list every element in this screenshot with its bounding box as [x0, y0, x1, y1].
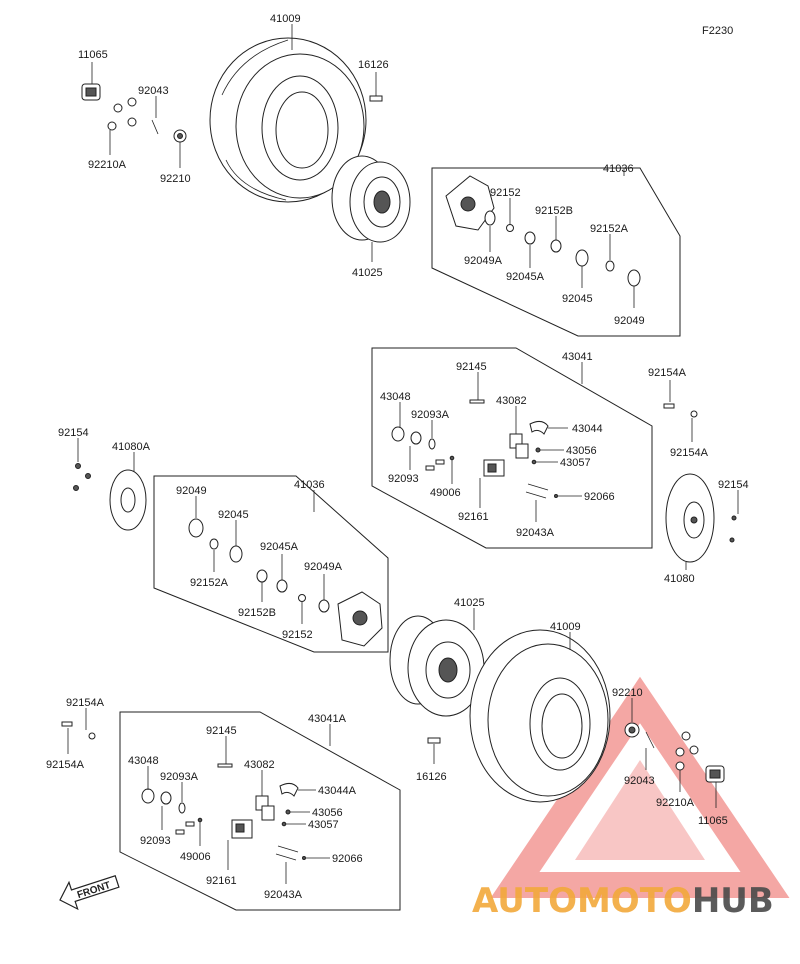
front-arrow: FRONT	[59, 874, 120, 911]
part-43057-a: 43057	[560, 457, 591, 469]
part-92210-top: 92210	[160, 173, 191, 185]
tire-top	[209, 37, 367, 203]
part-92161-a: 92161	[458, 511, 489, 523]
part-92066-b: 92066	[332, 853, 363, 865]
part-92049-top: 92049	[614, 315, 645, 327]
part-92152b-top: 92152B	[535, 205, 573, 217]
part-41080: 41080	[664, 573, 695, 585]
part-92154a-l1: 92154A	[66, 697, 105, 709]
part-92152-top: 92152	[490, 187, 521, 199]
part-49006-a: 49006	[430, 487, 461, 499]
part-43056-b: 43056	[312, 807, 343, 819]
part-92049-mid: 92049	[176, 485, 207, 497]
part-92043a-b: 92043A	[264, 889, 303, 901]
diagram-code: F2230	[702, 25, 733, 37]
part-11065-bot: 11065	[698, 815, 728, 827]
part-41009-top: 41009	[270, 13, 301, 25]
part-92152a-mid: 92152A	[190, 577, 229, 589]
part-92154a-r1: 92154A	[648, 367, 687, 379]
part-92154a-l2: 92154A	[46, 759, 85, 771]
part-41025-top: 41025	[352, 267, 383, 279]
part-92066-a: 92066	[584, 491, 615, 503]
rim-bottom	[389, 615, 485, 717]
brand-part2: HUB	[692, 881, 774, 921]
part-43041: 43041	[562, 351, 593, 363]
part-92049a-top: 92049A	[464, 255, 503, 267]
part-92093-b: 92093	[140, 835, 171, 847]
part-16126-bot: 16126	[416, 771, 447, 783]
part-43048-a: 43048	[380, 391, 411, 403]
part-41025-bot: 41025	[454, 597, 485, 609]
nuts-92210a-top	[107, 97, 137, 131]
part-92093a-b: 92093A	[160, 771, 199, 783]
part-92145-b: 92145	[206, 725, 237, 737]
part-92152b-mid: 92152B	[238, 607, 276, 619]
part-92210a-bot: 92210A	[656, 797, 695, 809]
hub-box-top	[431, 167, 681, 337]
part-92049a-mid: 92049A	[304, 561, 343, 573]
part-92093a-a: 92093A	[411, 409, 450, 421]
part-92210a-top: 92210A	[88, 159, 127, 171]
part-92045a-top: 92045A	[506, 271, 545, 283]
part-92043-top: 92043	[138, 85, 169, 97]
part-92045-mid: 92045	[218, 509, 249, 521]
part-41036-top: 41036	[603, 163, 634, 175]
part-43044a: 43044A	[318, 785, 357, 797]
part-92145-a: 92145	[456, 361, 487, 373]
caliper-box-bottom	[119, 711, 401, 911]
part-92093-a: 92093	[388, 473, 419, 485]
hub-top	[445, 175, 495, 231]
part-92045-top: 92045	[562, 293, 593, 305]
part-92154-r: 92154	[718, 479, 749, 491]
part-16126-top: 16126	[358, 59, 389, 71]
hub-mid	[337, 591, 383, 647]
part-41009-bot: 41009	[550, 621, 581, 633]
part-43082-a: 43082	[496, 395, 527, 407]
part-92045a-mid: 92045A	[260, 541, 299, 553]
part-92154-l: 92154	[58, 427, 89, 439]
part-92154a-r2: 92154A	[670, 447, 709, 459]
nut-11065-bot	[705, 765, 725, 783]
tire-bottom	[469, 629, 611, 803]
caliper-b	[231, 819, 253, 839]
part-92152-mid: 92152	[282, 629, 313, 641]
part-92210-bot: 92210	[612, 687, 643, 699]
hub-box-mid	[153, 475, 389, 653]
part-41036-mid: 41036	[294, 479, 325, 491]
part-92043-bot: 92043	[624, 775, 655, 787]
part-49006-b: 49006	[180, 851, 211, 863]
brake-disc-right	[665, 473, 715, 563]
part-41080a-label: 41080A	[112, 441, 151, 453]
watermark-brand: AUTOMOTOHUB	[472, 881, 774, 921]
part-92043a-a: 92043A	[516, 527, 555, 539]
rim-top	[331, 155, 411, 243]
part-43041a: 43041A	[308, 713, 347, 725]
part-92161-b: 92161	[206, 875, 237, 887]
nut-11065-top	[81, 83, 101, 101]
brake-disc-left	[109, 469, 147, 531]
caliper-a	[483, 459, 505, 477]
brand-part1: AUTOMOTO	[472, 881, 692, 921]
part-43044: 43044	[572, 423, 603, 435]
svg-text:AUTOMOTOHUB: AUTOMOTOHUB	[472, 881, 774, 921]
part-43048-b: 43048	[128, 755, 159, 767]
part-43056-a: 43056	[566, 445, 597, 457]
part-43057-b: 43057	[308, 819, 339, 831]
part-43082-b: 43082	[244, 759, 275, 771]
caliper-box-top	[371, 347, 653, 549]
part-92152a-top: 92152A	[590, 223, 629, 235]
part-11065-top: 11065	[78, 49, 108, 61]
watermark-logo	[490, 676, 790, 898]
